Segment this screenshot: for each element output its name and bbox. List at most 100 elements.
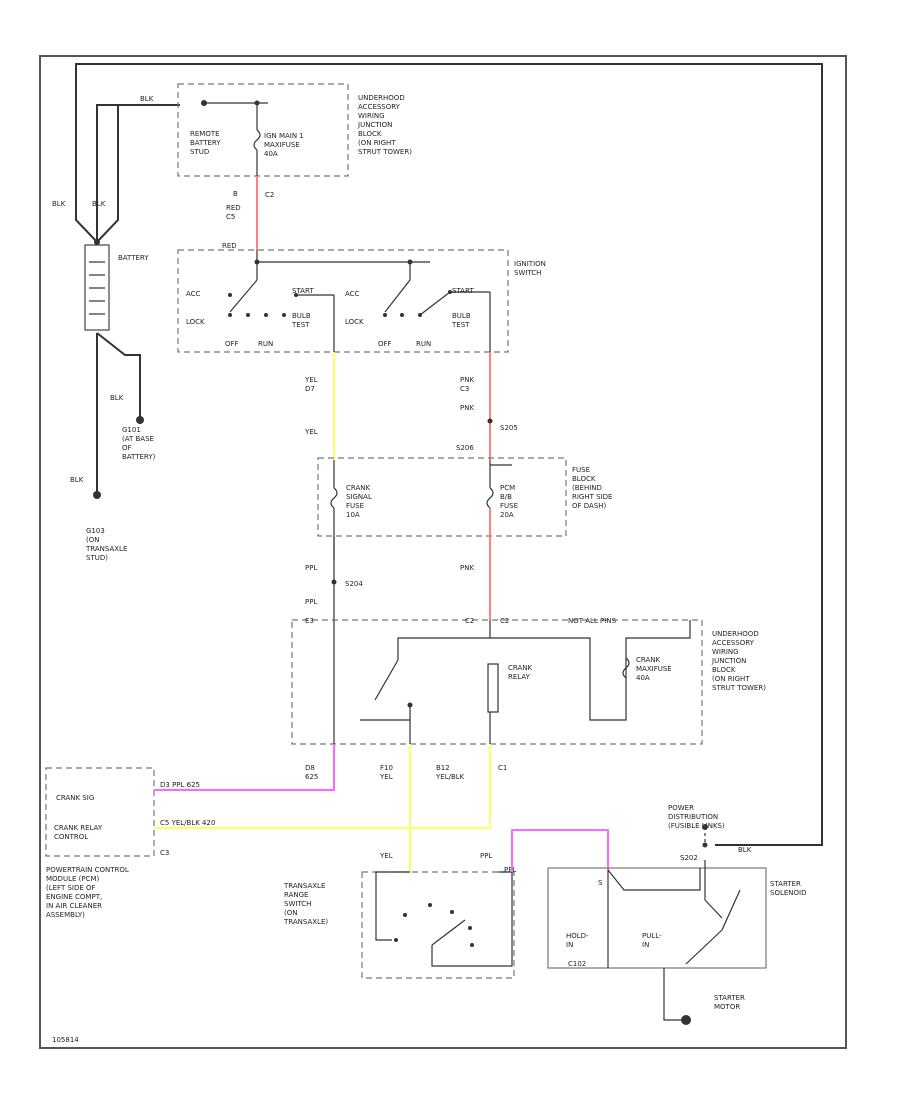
battery-cable-branch	[96, 105, 119, 243]
underhood-junction-block-1	[177, 83, 349, 177]
hold-in-label: HOLD-IN	[566, 932, 589, 949]
yel-blk-wire-relay-control	[154, 744, 491, 829]
underhood-junction-block-2	[291, 619, 703, 745]
battery	[84, 244, 110, 331]
blk-g2-label: BLK	[70, 476, 84, 484]
crank-sig-label: CRANK SIG	[56, 794, 94, 802]
ground-wire-g101	[96, 332, 141, 420]
ign-main-maxifuse-icon	[253, 103, 261, 176]
wire-420-label: C5 YEL/BLK 420	[160, 819, 215, 827]
e3-label: E3	[305, 617, 314, 625]
c2-3-label: C2	[500, 617, 509, 625]
yel2-label: YEL	[304, 428, 318, 436]
run2-label: RUN	[416, 340, 431, 348]
blk-g-label: BLK	[110, 394, 124, 402]
c102-label: C102	[568, 960, 586, 968]
b-pin-label: B	[233, 190, 238, 198]
acc2-label: ACC	[345, 290, 360, 298]
ignition-switch-contacts-2	[383, 279, 491, 352]
blk-top2-label: BLK	[52, 200, 66, 208]
diagram-frame	[39, 55, 847, 1049]
transaxle-range-switch-box	[361, 871, 515, 979]
ignition-switch-box	[177, 249, 509, 353]
c2-2-label: C2	[465, 617, 474, 625]
yel3-label: YEL	[379, 852, 393, 860]
ignition-switch-contacts-1	[228, 279, 335, 352]
blk-end-label: BLK	[738, 846, 752, 854]
start1-label: START	[292, 287, 314, 295]
pull-in-label: PULL-IN	[642, 932, 662, 949]
pcm-box	[45, 767, 155, 857]
wire-625-label: D3 PPL 625	[160, 781, 200, 789]
battery-label: BATTERY	[118, 254, 149, 262]
off2-label: OFF	[378, 340, 392, 348]
crank-relay-icon	[360, 659, 499, 744]
fuse-block-box	[317, 457, 567, 537]
red-ign-label: RED	[222, 242, 237, 250]
c1-label: C1	[498, 764, 507, 772]
ground-g101-icon	[136, 416, 144, 424]
ppl4-label: PPL	[480, 852, 492, 860]
s204-label: S204	[345, 580, 363, 588]
starter-motor-wire	[663, 968, 686, 1021]
pcm-fuse-icon	[486, 460, 494, 509]
ppl2-label: PPL	[305, 598, 317, 606]
transaxle-switch-contacts	[375, 871, 513, 967]
acc1-label: ACC	[186, 290, 201, 298]
off1-label: OFF	[225, 340, 239, 348]
battery-cable-to-starter	[75, 63, 823, 846]
figure-number: 105814	[52, 1036, 79, 1044]
ground-g103-icon	[93, 491, 101, 499]
ppl1-label: PPL	[305, 564, 317, 572]
blk-top1-label: BLK	[140, 95, 154, 103]
lock1-label: LOCK	[186, 318, 205, 326]
ppl-wire-starter	[511, 829, 609, 872]
c2-top-label: C2	[265, 191, 274, 199]
not-all-pins-label: NOT ALL PINS	[568, 617, 617, 625]
starter-motor-icon	[681, 1015, 691, 1025]
pin-s-label: S	[598, 879, 603, 887]
ppl-wire-crank-sig	[154, 744, 335, 791]
start2-label: START	[452, 287, 474, 295]
s206-label: S206	[456, 444, 474, 452]
crank-maxifuse-icon	[622, 657, 630, 679]
run1-label: RUN	[258, 340, 273, 348]
pnk2-label: PNK	[460, 404, 474, 412]
pnk3-label: PNK	[460, 564, 474, 572]
lock2-label: LOCK	[345, 318, 364, 326]
blk-top3-label: BLK	[92, 200, 106, 208]
ppl3-label: PPL	[504, 866, 516, 874]
c3-pcm-label: C3	[160, 849, 169, 857]
starter-solenoid-contacts	[607, 860, 741, 968]
s205-label: S205	[500, 424, 518, 432]
starter-solenoid-box	[547, 867, 767, 969]
s202-label: S202	[680, 854, 698, 862]
battery-cable-to-stud	[96, 104, 180, 242]
